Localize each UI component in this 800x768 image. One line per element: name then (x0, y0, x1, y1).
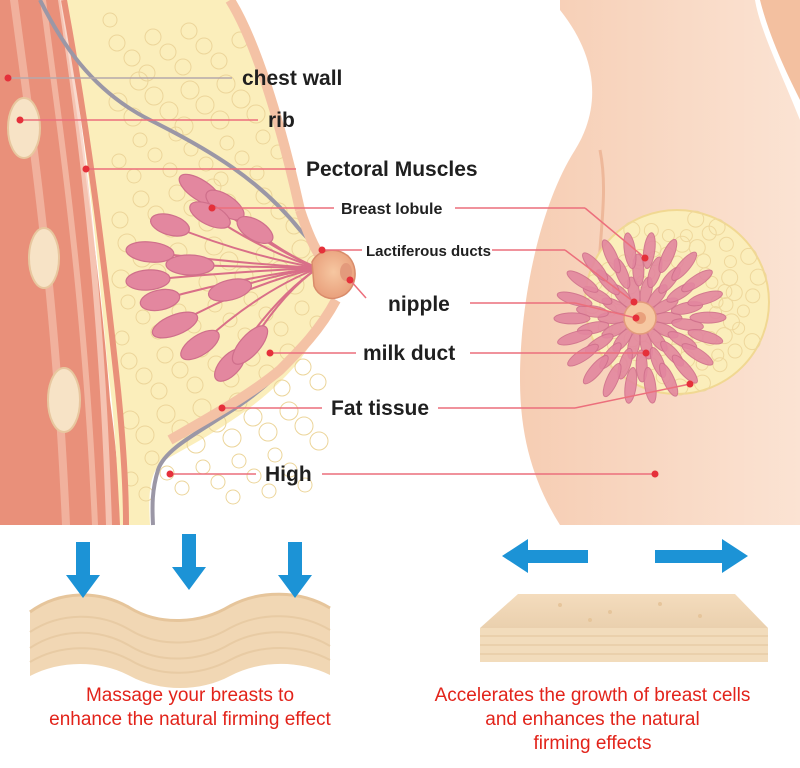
label-milk-duct: milk duct (266, 342, 650, 365)
svg-text:Fat tissue: Fat tissue (331, 397, 429, 420)
svg-text:nipple: nipple (388, 293, 450, 316)
svg-text:rib: rib (268, 109, 295, 132)
label-pectoral-muscles: Pectoral Muscles (82, 158, 478, 181)
down-arrow-icon (172, 534, 206, 590)
label-breast-lobule: Breast lobule (208, 201, 649, 262)
svg-text:Breast lobule: Breast lobule (341, 201, 442, 218)
down-arrow-icon (278, 542, 312, 598)
label-fat-tissue: Fat tissue (218, 380, 694, 420)
rib (28, 227, 60, 289)
label-nipple: nipple (346, 276, 640, 322)
left-arrow-icon (502, 539, 588, 573)
label-chest-wall: chest wall (4, 67, 342, 90)
svg-text:Lactiferous ducts: Lactiferous ducts (366, 243, 491, 260)
growth-caption: Accelerates the growth of breast cells a… (434, 685, 751, 754)
down-arrow-icon (66, 542, 100, 598)
right-arrow-icon (655, 539, 748, 573)
massaged-tissue-illustration (29, 592, 331, 688)
svg-text:High: High (265, 463, 312, 486)
rib (7, 97, 41, 159)
label-lactiferous-ducts: Lactiferous ducts (318, 243, 638, 306)
nipple-shape (311, 249, 356, 300)
svg-text:milk duct: milk duct (363, 342, 455, 365)
massage-caption: Massage your breasts to enhance the natu… (49, 685, 331, 730)
label-rib: rib (16, 109, 295, 132)
firmed-tissue-illustration (480, 594, 768, 662)
svg-text:Pectoral Muscles: Pectoral Muscles (306, 158, 478, 181)
svg-text:chest wall: chest wall (242, 67, 342, 90)
front-breast-section (553, 209, 770, 404)
rib (47, 367, 81, 433)
label-high: High (166, 463, 659, 486)
